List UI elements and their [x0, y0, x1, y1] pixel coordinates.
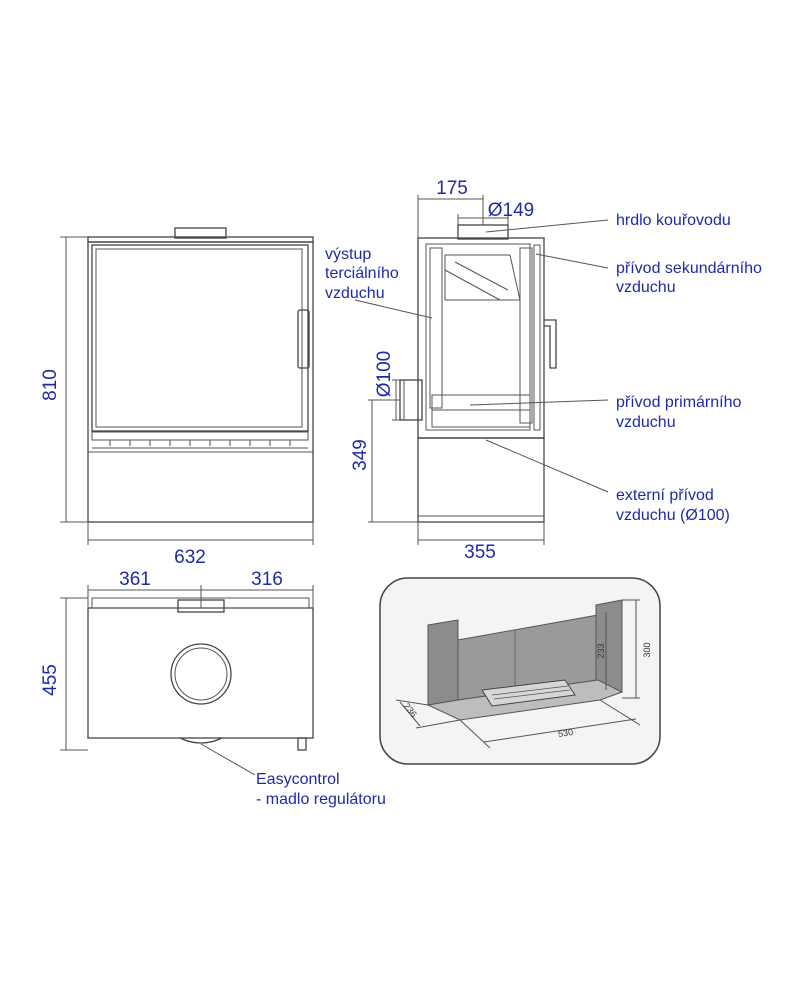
label-tertiary-air-line3: vzduchu: [325, 285, 385, 302]
side-body-base: [417, 437, 545, 523]
side-top-offset-dimension: [417, 195, 484, 238]
detail-left-wall: [427, 619, 459, 706]
side-view: 175 Ø149 Ø100 349 355: [350, 178, 609, 563]
front-glass: [95, 248, 303, 428]
top-depth-label: 455: [40, 664, 61, 696]
front-flue-stub: [174, 227, 227, 239]
label-external-air-line1: externí přívod: [616, 487, 714, 504]
front-height-dimension: [60, 236, 88, 523]
label-tertiary-air-line1: výstup: [325, 246, 371, 263]
top-body: [87, 607, 314, 739]
label-tertiary-air-line2: terciálního: [325, 265, 399, 282]
front-door-handle: [297, 309, 310, 369]
top-view: 361 316 455: [40, 569, 314, 776]
easycontrol-leader: [200, 743, 256, 776]
side-door-handle: [544, 319, 557, 369]
front-ash-grid: [91, 431, 309, 441]
label-primary-air-line1: přívod primárního: [616, 394, 741, 411]
side-top-offset-label: 175: [436, 178, 468, 199]
front-view: 810 632: [40, 227, 314, 568]
side-door-profile: [519, 247, 533, 424]
detail-grate: [481, 679, 576, 707]
detail-outer-height-label: 300: [642, 642, 652, 657]
detail-outer-height-dimension: [622, 599, 640, 699]
side-depth-dimension: [417, 522, 545, 545]
side-rear-wall: [429, 247, 443, 409]
label-secondary-air-line2: vzduchu: [616, 279, 676, 296]
side-grate: [431, 394, 531, 428]
side-depth-label: 355: [464, 542, 496, 563]
label-external-air-line2: vzduchu (Ø100): [616, 507, 730, 524]
top-left-width-label: 361: [119, 569, 151, 590]
side-baffle: [444, 254, 521, 301]
front-width-dimension: [87, 522, 314, 545]
detail-width-label: 530: [557, 727, 573, 739]
top-easycontrol-knob: [179, 737, 223, 744]
top-flue-outer-circle: [170, 643, 232, 705]
firebox-detail: 530 236 233 300: [379, 577, 661, 765]
top-width-dimensions: [87, 585, 314, 608]
side-inlet-diameter-label: Ø100: [374, 351, 395, 397]
top-flue-inner-circle: [174, 647, 228, 701]
side-inlet-height-label: 349: [350, 439, 371, 471]
label-easycontrol-line1: Easycontrol: [256, 771, 340, 788]
side-inlet-pipe: [399, 379, 423, 421]
detail-inner-height-label: 233: [596, 643, 606, 658]
front-body: [87, 241, 314, 523]
top-depth-dimension: [60, 597, 88, 751]
front-door-frame: [91, 244, 309, 432]
side-flue-diameter-label: Ø149: [488, 200, 534, 221]
side-flue-diameter-dimension: [457, 214, 509, 225]
label-easycontrol-line2: - madlo regulátoru: [256, 791, 386, 808]
top-foot: [297, 737, 307, 751]
side-secondary-channel: [533, 244, 541, 431]
label-primary-air-line2: vzduchu: [616, 414, 676, 431]
label-flue: hrdlo kouřovodu: [616, 212, 731, 229]
side-leader-lines: [354, 219, 609, 493]
front-width-label: 632: [174, 547, 206, 568]
top-right-width-label: 316: [251, 569, 283, 590]
side-inlet-height-dimension: [368, 399, 418, 523]
detail-width-dimension: [459, 699, 641, 749]
label-secondary-air-line1: přívod sekundárního: [616, 260, 762, 277]
front-height-label: 810: [40, 369, 61, 401]
front-ash-grid-slots: [92, 440, 308, 449]
detail-depth-dimension: [395, 699, 461, 729]
side-firebox: [425, 243, 531, 431]
side-flue: [457, 224, 509, 240]
